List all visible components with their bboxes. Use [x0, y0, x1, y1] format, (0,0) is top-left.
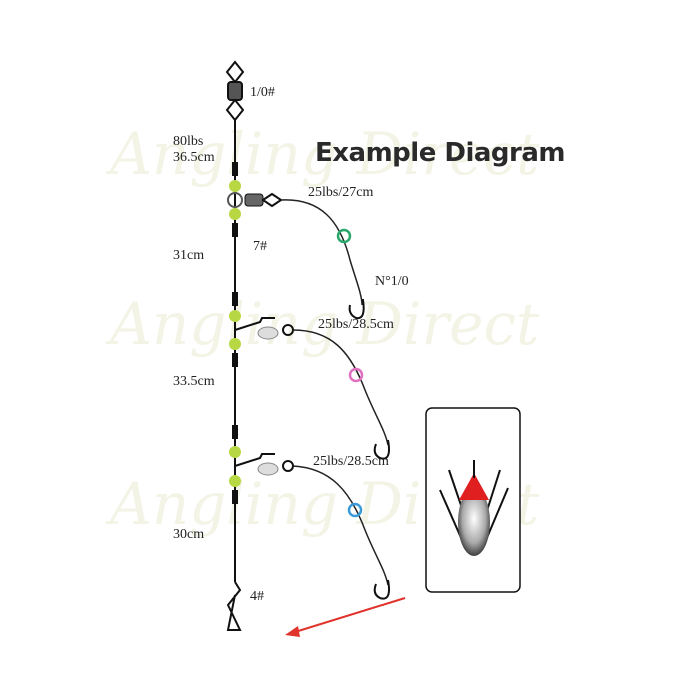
crimps: [232, 162, 238, 504]
top-swivel-icon: [225, 60, 245, 122]
lure-icon: [458, 488, 490, 556]
watermark: Angling Direct: [110, 120, 540, 188]
hook-icon: [373, 439, 390, 460]
diagram-title: Example Diagram: [315, 138, 566, 168]
arrow-icon: [285, 597, 406, 637]
bead-ring-pink: [348, 367, 364, 383]
hook-icon: [373, 579, 390, 600]
segment-3-label: 33.5cm: [173, 374, 215, 389]
top-swivel-label: 1/0#: [250, 85, 275, 100]
branch-2: [234, 317, 390, 460]
branch-3-label: 25lbs/28.5cm: [313, 454, 389, 469]
main-line-label: 80lbs: [173, 134, 204, 149]
segment-4-label: 30cm: [173, 527, 205, 542]
hook-icon: [348, 299, 365, 320]
hook-size-label: N°1/0: [375, 274, 409, 289]
bead-ring-green: [336, 228, 352, 244]
branch-3: [234, 453, 390, 600]
mid-swivel-label: 7#: [253, 239, 267, 254]
snap-icon: [226, 581, 242, 631]
snap-label: 4#: [250, 589, 264, 604]
branch-1: [227, 192, 365, 320]
segment-1-label: 36.5cm: [173, 150, 215, 165]
segment-2-label: 31cm: [173, 248, 205, 263]
bead-ring-blue: [347, 502, 363, 518]
lure-panel: [425, 407, 521, 593]
beads: [229, 180, 241, 487]
branch-1-label: 25lbs/27cm: [308, 185, 374, 200]
watermark: Angling Direct: [110, 290, 540, 358]
branch-2-label: 25lbs/28.5cm: [318, 317, 394, 332]
